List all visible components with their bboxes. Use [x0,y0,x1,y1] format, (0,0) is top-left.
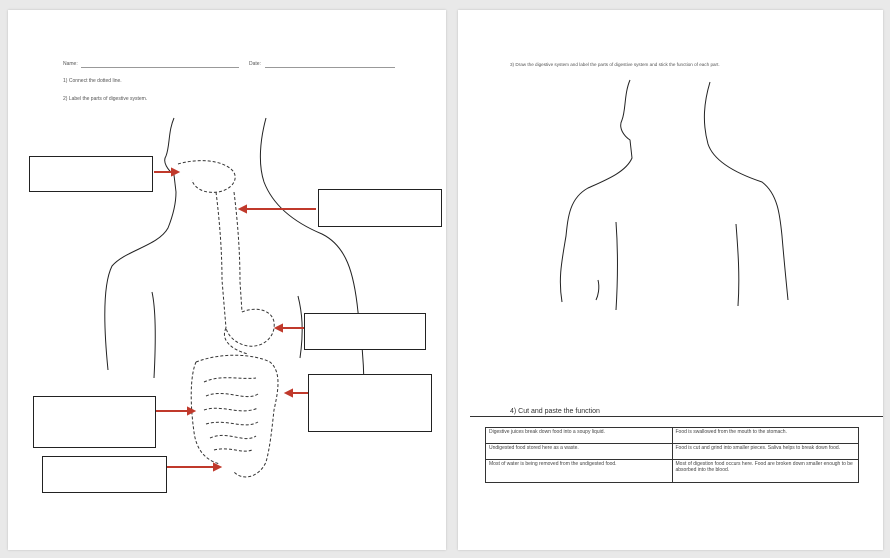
label-box-stomach[interactable] [304,313,426,350]
label-box-rectum[interactable] [42,456,167,493]
table-row: Digestive juices break down food into a … [486,428,859,444]
table-cell[interactable]: Food is swallowed from the mouth to the … [672,428,859,444]
table-row: Undigested food stored here as a waste. … [486,444,859,460]
table-cell[interactable]: Most of water is being removed from the … [486,460,673,483]
worksheet-page-right: 3) Draw the digestive system and label t… [458,10,883,550]
label-box-esophagus[interactable] [318,189,442,227]
worksheet-page-left: Name: Date: 1) Connect the dotted line. … [8,10,446,550]
table-cell[interactable]: Digestive juices break down food into a … [486,428,673,444]
table-cell[interactable]: Undigested food stored here as a waste. [486,444,673,460]
cut-paste-title: 4) Cut and paste the function [510,408,600,415]
label-box-large-intestine[interactable] [308,374,432,432]
table-cell[interactable]: Food is cut and grind into smaller piece… [672,444,859,460]
table-cell[interactable]: Most of digestion food occurs here. Food… [672,460,859,483]
body-outline-right [560,80,788,310]
section-divider [470,416,883,417]
functions-table: Digestive juices break down food into a … [485,427,859,483]
pointer-arrows [154,169,316,470]
label-box-small-intestine[interactable] [33,396,156,448]
label-box-mouth[interactable] [29,156,153,192]
table-row: Most of water is being removed from the … [486,460,859,483]
